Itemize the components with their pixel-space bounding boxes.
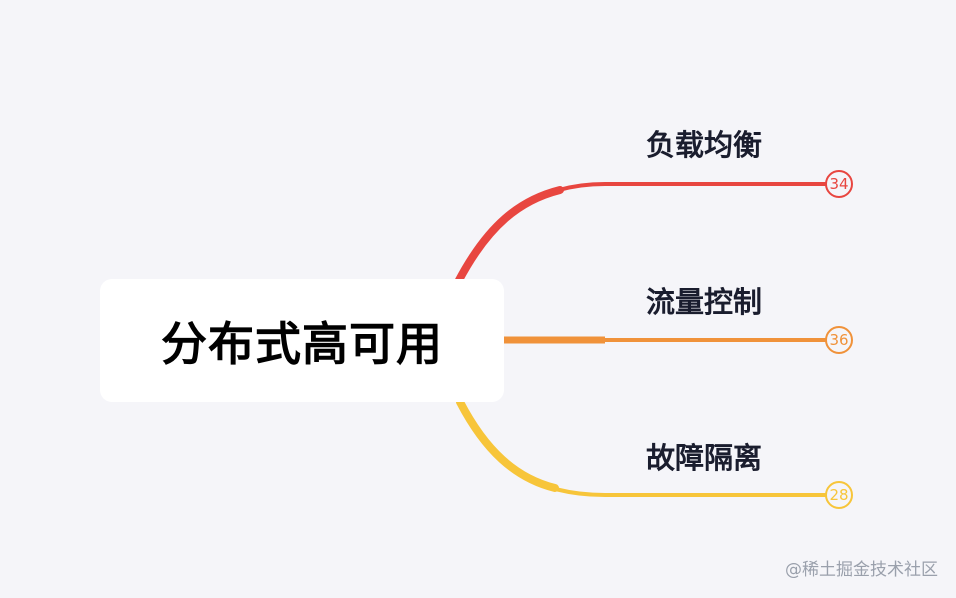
count-text: 34 [829, 175, 849, 193]
root-node[interactable]: 分布式高可用 [100, 279, 504, 402]
branch-label-load-balancing[interactable]: 负载均衡 [646, 128, 763, 162]
link-branch-1 [453, 182, 826, 286]
collapse-count-badge-flow-control[interactable]: 36 [825, 326, 853, 354]
link-branch-3 [456, 399, 826, 497]
collapse-count-badge-load-balancing[interactable]: 34 [825, 170, 853, 198]
root-node-label: 分布式高可用 [161, 316, 443, 371]
count-text: 36 [829, 331, 849, 349]
count-text: 28 [829, 486, 849, 504]
branch-label-fault-isolation[interactable]: 故障隔离 [646, 441, 763, 475]
link-branch-1-thick [454, 186, 564, 286]
collapse-count-badge-fault-isolation[interactable]: 28 [825, 481, 853, 509]
watermark: @稀土掘金技术社区 [785, 560, 938, 580]
branch-label-flow-control[interactable]: 流量控制 [646, 285, 763, 319]
link-branch-3-thick [456, 398, 559, 492]
